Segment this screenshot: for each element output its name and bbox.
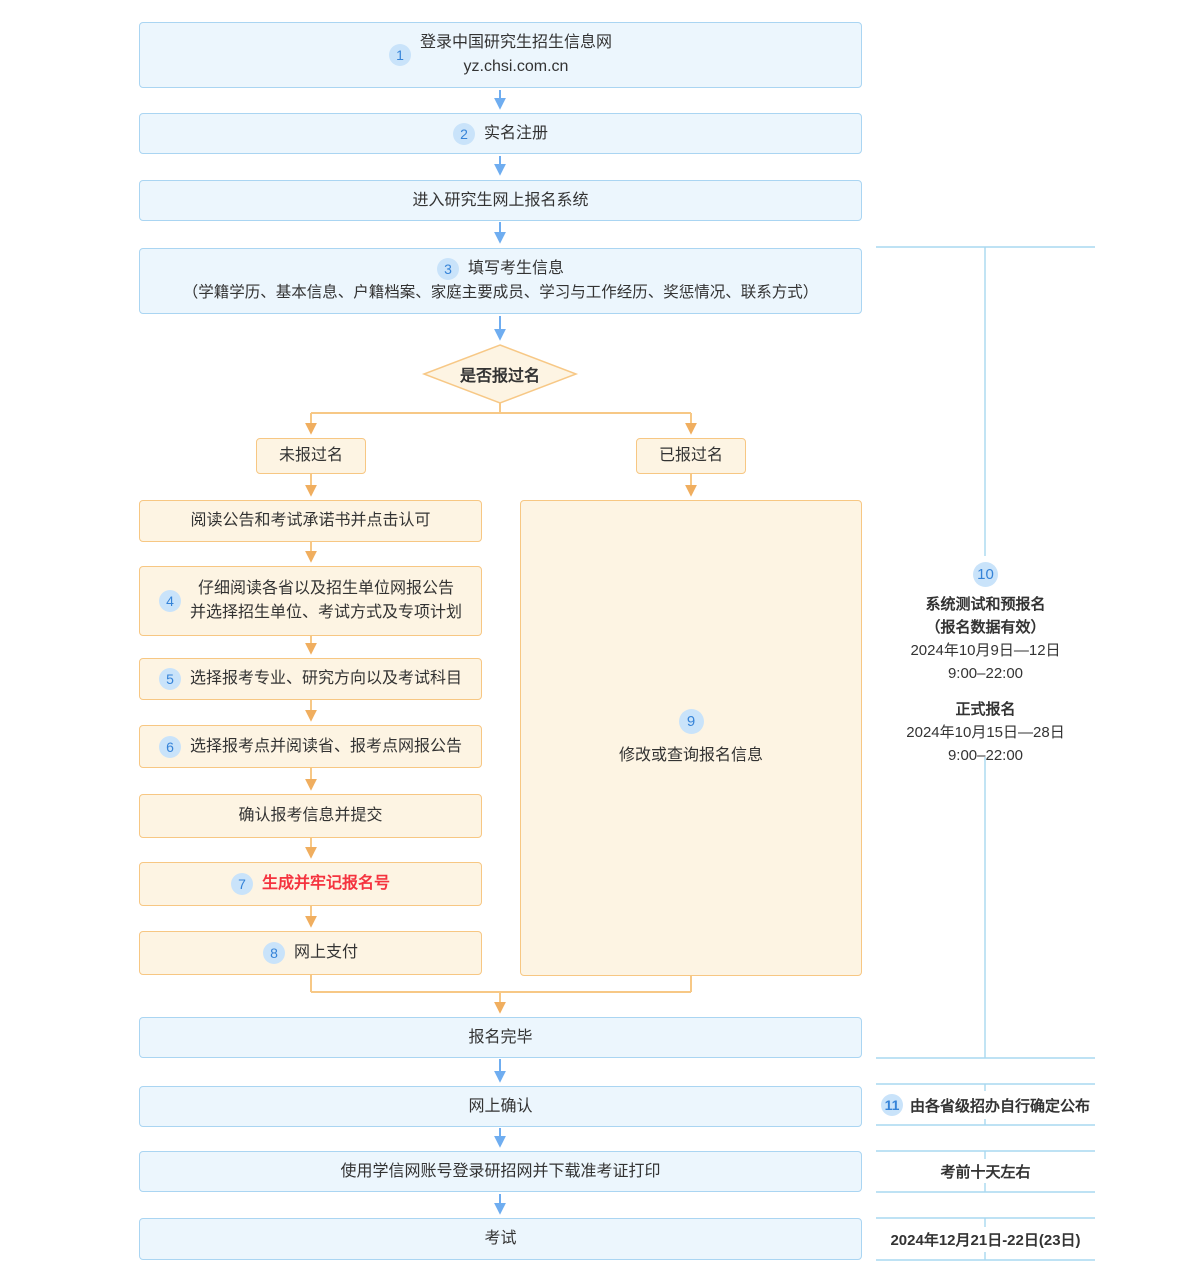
node-read-province-notice-line1: 仔细阅读各省以及招生单位网报公告: [197, 580, 454, 597]
step-badge-10: 10: [973, 562, 998, 587]
step-badge-2: 2: [452, 122, 475, 145]
node-online-confirmation-label: 网上确认: [468, 1097, 533, 1115]
node-confirm-submit: 确认报考信息并提交: [139, 794, 482, 838]
sidebar-pre-registration-title: 系统测试和预报名: [925, 596, 1046, 613]
branch-not-registered: 未报过名: [256, 438, 366, 474]
sidebar-exam-dates-label: 2024年12月21日-22日(23日): [890, 1231, 1081, 1249]
sidebar-section-province-announce: 11 由各省级招办自行确定公布: [876, 1093, 1095, 1117]
node-download-ticket: 使用学信网账号登录研招网并下载准考证打印: [139, 1151, 862, 1192]
node-choose-major: 5 选择报考专业、研究方向以及考试科目: [139, 658, 482, 700]
branch-registered: 已报过名: [636, 438, 746, 474]
node-read-notice-label: 阅读公告和考试承诺书并点击认可: [190, 512, 431, 529]
step-badge-3: 3: [436, 258, 459, 280]
node-login: 1 登录中国研究生招生信息网 yz.chsi.com.cn: [139, 22, 862, 88]
node-pay-online-label: 网上支付: [293, 944, 358, 961]
node-modify-query-label: 修改或查询报名信息: [618, 746, 763, 764]
sidebar-formal-registration-title: 正式报名: [955, 701, 1016, 718]
step-badge-8: 8: [262, 942, 285, 964]
sidebar-province-announce-label: 由各省级招办自行确定公布: [909, 1097, 1090, 1115]
node-confirm-submit-label: 确认报考信息并提交: [238, 807, 383, 824]
node-register-label: 实名注册: [483, 124, 548, 142]
sidebar-pre-registration-time: 9:00–22:00: [947, 665, 1024, 682]
node-enter-system: 进入研究生网上报名系统: [139, 180, 862, 221]
node-read-province-notice-line2: 并选择招生单位、考试方式及专项计划: [189, 604, 462, 621]
node-enter-system-label: 进入研究生网上报名系统: [412, 191, 589, 209]
step-badge-4: 4: [158, 590, 181, 612]
node-download-ticket-label: 使用学信网账号登录研招网并下载准考证打印: [340, 1162, 661, 1180]
node-read-notice: 阅读公告和考试承诺书并点击认可: [139, 500, 482, 542]
node-login-url: yz.chsi.com.cn: [463, 58, 569, 75]
node-exam-label: 考试: [484, 1230, 517, 1247]
step-badge-1: 1: [388, 44, 411, 66]
sidebar-pre-registration-date: 2024年10月9日—12日: [910, 642, 1061, 659]
branch-not-registered-label: 未报过名: [278, 447, 343, 464]
step-badge-7: 7: [230, 873, 253, 895]
step-badge-9: 9: [678, 708, 704, 734]
decision-registered-before: 是否报过名: [459, 368, 540, 385]
node-remember-id-label: 生成并牢记报名号: [261, 875, 390, 892]
sidebar-section-exam-dates: 2024年12月21日-22日(23日): [876, 1229, 1095, 1249]
step-badge-6: 6: [158, 735, 181, 758]
node-pay-online: 8 网上支付: [139, 931, 482, 975]
node-registration-complete-label: 报名完毕: [468, 1028, 533, 1046]
node-login-title: 登录中国研究生招生信息网: [419, 34, 612, 51]
sidebar-formal-registration-date: 2024年10月15日—28日: [906, 724, 1065, 741]
node-remember-id: 7 生成并牢记报名号: [139, 862, 482, 906]
sidebar-section-ten-days-before: 考前十天左右: [876, 1161, 1095, 1181]
step-badge-11: 11: [880, 1094, 903, 1116]
node-register: 2 实名注册: [139, 113, 862, 154]
node-fill-info-detail: （学籍学历、基本信息、户籍档案、家庭主要成员、学习与工作经历、奖惩情况、联系方式…: [182, 284, 819, 301]
node-choose-major-label: 选择报考专业、研究方向以及考试科目: [189, 670, 462, 687]
sidebar-formal-registration-time: 9:00–22:00: [947, 747, 1024, 764]
node-modify-query: 9 修改或查询报名信息: [520, 500, 862, 976]
sidebar-ten-days-before-label: 考前十天左右: [940, 1163, 1031, 1181]
node-choose-site: 6 选择报考点并阅读省、报考点网报公告: [139, 725, 482, 768]
branch-registered-label: 已报过名: [658, 447, 723, 464]
node-read-province-notice: 4 仔细阅读各省以及招生单位网报公告 并选择招生单位、考试方式及专项计划: [139, 566, 482, 636]
step-badge-5: 5: [158, 668, 181, 690]
node-online-confirmation: 网上确认: [139, 1086, 862, 1127]
node-choose-site-label: 选择报考点并阅读省、报考点网报公告: [189, 737, 462, 755]
node-exam: 考试: [139, 1218, 862, 1260]
node-fill-info: 3 填写考生信息 （学籍学历、基本信息、户籍档案、家庭主要成员、学习与工作经历、…: [139, 248, 862, 314]
node-fill-info-title: 填写考生信息: [467, 260, 564, 277]
sidebar-pre-registration-note: （报名数据有效）: [925, 619, 1046, 636]
sidebar-section-registration-dates: 10 系统测试和预报名 （报名数据有效） 2024年10月9日—12日 9:00…: [876, 562, 1095, 767]
node-registration-complete: 报名完毕: [139, 1017, 862, 1058]
